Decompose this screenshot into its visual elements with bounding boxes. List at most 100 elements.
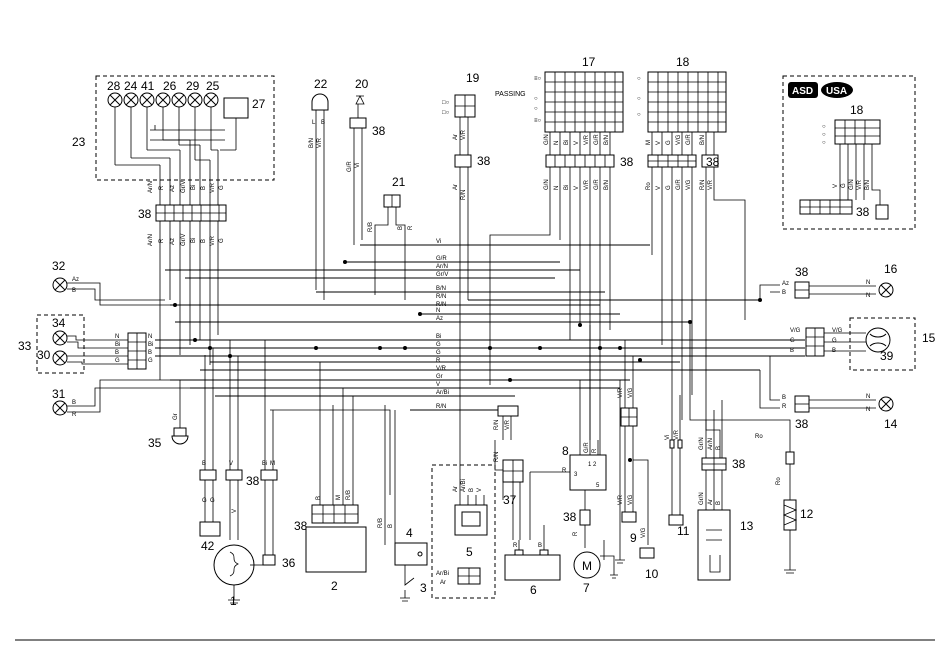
- asd-badge-text: ASD: [792, 86, 813, 97]
- wire-label: V/G: [686, 179, 692, 190]
- wire-label: V/R: [674, 429, 680, 440]
- switch-symbol: □○: [442, 100, 450, 106]
- lamp-group-15: [849, 317, 916, 371]
- wire-label: B: [716, 446, 722, 450]
- wire-label: Ar/N: [148, 234, 154, 246]
- wire-label: M: [646, 140, 652, 145]
- wire-label: R/N: [494, 452, 500, 462]
- wire-label: Gr/V: [181, 234, 187, 246]
- wire-label: V/R: [584, 134, 590, 145]
- wire-label: N: [436, 308, 440, 314]
- relay-pin: 1 2: [588, 462, 597, 468]
- wire-label: B: [321, 120, 325, 126]
- label-9: 9: [630, 531, 637, 545]
- wire-label: Vi: [436, 239, 441, 245]
- component-5-cdi: Ar Ar/Bi B V 5 Ar/Bi Ar: [431, 464, 496, 599]
- wire-label: R: [159, 238, 165, 243]
- wire-label: B: [388, 524, 394, 528]
- wire-label: Az: [170, 185, 176, 192]
- wire-label: Bi: [564, 140, 570, 145]
- label-10: 10: [645, 567, 659, 581]
- wire-label: N: [866, 293, 870, 299]
- wire-label: R/B: [378, 518, 384, 528]
- wire-label: Ar/N: [148, 181, 154, 193]
- wire-label: Bi: [191, 185, 197, 190]
- wire-label: Az: [782, 281, 789, 287]
- label-3: 3: [420, 581, 427, 595]
- label-16: 16: [884, 262, 898, 276]
- wire-label: R/B: [346, 490, 352, 500]
- label-31: 31: [52, 387, 66, 401]
- wire-label: Bi: [115, 342, 120, 348]
- wire-label: G: [115, 358, 120, 364]
- component-9-10-11: V/R V/G V/R V/G 9 V/G 10 Vi V/R 11: [618, 340, 690, 581]
- wire-label: B: [469, 488, 475, 492]
- label-38: 38: [477, 154, 491, 168]
- wire-label: Gr/N: [699, 437, 705, 450]
- wire-label: Gr: [436, 374, 443, 380]
- label-37: 37: [503, 493, 517, 507]
- instrument-module: [223, 97, 249, 119]
- component-7-starter-motor: M 7: [573, 380, 625, 595]
- wire-label: V/R: [210, 235, 216, 246]
- wire-label: N: [115, 334, 119, 340]
- wire-label: B: [716, 501, 722, 505]
- component-18-switch-matrix: 18 ○ ○ ○ 38 M V G V/G G/R B/N Ro V G G/R…: [637, 55, 746, 460]
- wire-label: Ar: [453, 486, 459, 492]
- wire-label: G: [219, 185, 225, 190]
- wire-label: Ar/Bi: [436, 571, 449, 577]
- label-26: 26: [163, 79, 177, 93]
- switch-symbol: ○: [637, 112, 641, 118]
- label-39: 39: [880, 349, 894, 363]
- relay-pin: 3: [574, 472, 578, 478]
- wire-label: R/N: [494, 420, 500, 430]
- lamp-icon: [107, 92, 219, 108]
- wire-label: V/G: [628, 387, 634, 398]
- wire-label: V/G: [832, 328, 843, 334]
- wire-label: B: [538, 543, 542, 549]
- wire-label: Gr/N: [699, 492, 705, 505]
- wire-label: G/N: [544, 179, 550, 190]
- wire-label: Vi: [665, 435, 671, 440]
- wire-label: G/R: [676, 179, 682, 190]
- wire-label: V: [436, 382, 440, 388]
- wire-label: G/R: [347, 161, 353, 172]
- wire-label: G: [436, 350, 441, 356]
- wire-label: Gr/V: [181, 181, 187, 193]
- wire-label: M: [270, 461, 275, 467]
- label-38: 38: [795, 265, 809, 279]
- wire-label: Bi: [436, 334, 441, 340]
- label-28: 28: [107, 79, 121, 93]
- wire-label: B: [790, 348, 794, 354]
- wire-label: V/G: [790, 328, 801, 334]
- label-18: 18: [676, 55, 690, 69]
- wire-label: G/R: [436, 256, 447, 262]
- wire-label: V: [477, 488, 483, 492]
- wire-label: R: [562, 468, 567, 474]
- label-38: 38: [372, 124, 386, 138]
- connector-38-dashboard: 38: [138, 204, 227, 222]
- wire-label: B/N: [700, 135, 706, 145]
- wire-label: V/R: [618, 494, 624, 505]
- switch-symbol: ○: [637, 76, 641, 82]
- component-21: 21 R/B B R: [368, 175, 414, 300]
- wire-label: G/R: [584, 442, 590, 453]
- label-38: 38: [620, 155, 634, 169]
- label-11: 11: [677, 524, 690, 538]
- wire-label: V/R: [317, 137, 323, 148]
- wire-label: B: [316, 496, 322, 500]
- wire-label: B: [202, 461, 206, 467]
- component-13-12: Gr/N Ar/N B 38 Gr/N Ar B 13 Ro Ro 12: [689, 322, 814, 581]
- wire-label: G/N: [849, 179, 855, 190]
- wire-label: V/G: [676, 134, 682, 145]
- usa-badge: [821, 82, 853, 98]
- label-34: 34: [52, 316, 66, 330]
- wire-label: G: [210, 498, 215, 504]
- label-32: 32: [52, 259, 66, 273]
- wire-label: G: [832, 338, 837, 344]
- wire-label: B: [72, 288, 76, 294]
- asd-usa-inset: ASD USA 18 ○ ○ ○ 38 V G G/N V/R B/N: [782, 75, 916, 230]
- switch-symbol: ○: [534, 96, 538, 102]
- wire-label: G/N: [544, 134, 550, 145]
- wire-label: Bi: [191, 238, 197, 243]
